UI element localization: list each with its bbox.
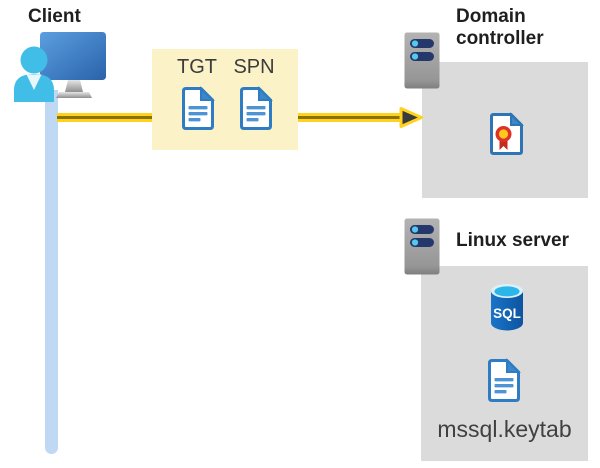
ticket-highlight-box: TGT SPN bbox=[152, 49, 298, 150]
arrow-right-icon bbox=[398, 105, 424, 135]
tgt-document-icon bbox=[180, 85, 216, 137]
client-lifeline bbox=[45, 90, 58, 454]
tgt-label: TGT bbox=[177, 56, 217, 78]
domain-controller-label: Domain controller bbox=[456, 6, 544, 50]
sql-database-icon: SQL bbox=[489, 283, 525, 336]
linux-server-label: Linux server bbox=[456, 230, 569, 251]
person-collar bbox=[26, 74, 42, 90]
spn-label: SPN bbox=[233, 56, 275, 78]
sql-text: SQL bbox=[493, 306, 521, 321]
domain-controller-panel bbox=[422, 62, 588, 198]
keytab-document-icon bbox=[485, 357, 523, 409]
keytab-filename-label: mssql.keytab bbox=[437, 416, 572, 442]
linux-server-icon bbox=[404, 218, 440, 280]
certificate-icon bbox=[488, 111, 525, 162]
monitor-shape bbox=[40, 32, 106, 80]
person-head bbox=[20, 46, 48, 74]
person-at-computer-icon bbox=[12, 30, 108, 107]
domain-controller-server-icon bbox=[404, 32, 440, 94]
client-label: Client bbox=[28, 6, 81, 27]
spn-document-icon bbox=[238, 85, 274, 137]
monitor-stand-neck bbox=[65, 80, 83, 92]
linux-server-panel: SQL mssql.keytab bbox=[421, 266, 588, 461]
monitor-stand-base bbox=[56, 92, 92, 98]
